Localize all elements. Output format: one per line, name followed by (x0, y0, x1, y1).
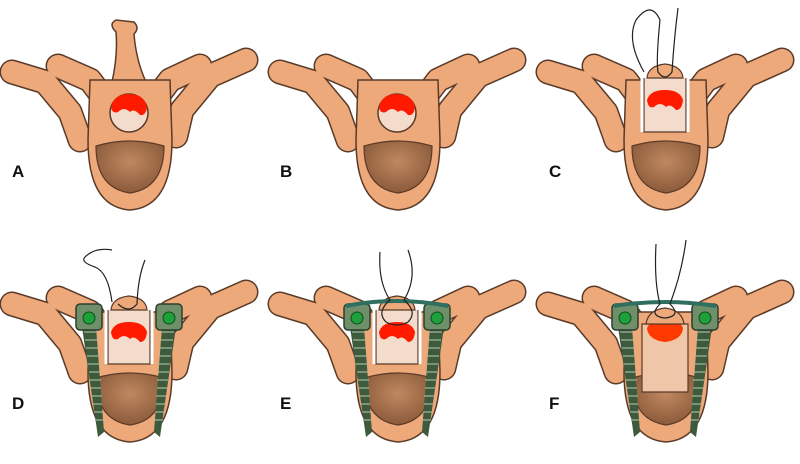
connecting-rod (613, 300, 717, 308)
panel-label-f: F (549, 394, 560, 413)
panel-label-d: D (12, 394, 25, 413)
suture-thread (379, 249, 413, 326)
panel-f-vertebra (548, 239, 782, 443)
suture-thread (654, 239, 687, 319)
suture-thread (83, 248, 146, 310)
connecting-rod (345, 299, 449, 308)
panel-label-c: C (549, 162, 562, 181)
panel-a-vertebra (12, 19, 246, 211)
panel-label-e: E (280, 394, 292, 413)
panel-c-vertebra (548, 7, 782, 211)
panel-d-vertebra (12, 248, 246, 443)
panel-label-a: A (12, 162, 25, 181)
panel-label-b: B (280, 162, 293, 181)
panel-e-vertebra (280, 249, 514, 443)
panel-b-vertebra (280, 60, 514, 211)
suture-thread (631, 7, 679, 78)
